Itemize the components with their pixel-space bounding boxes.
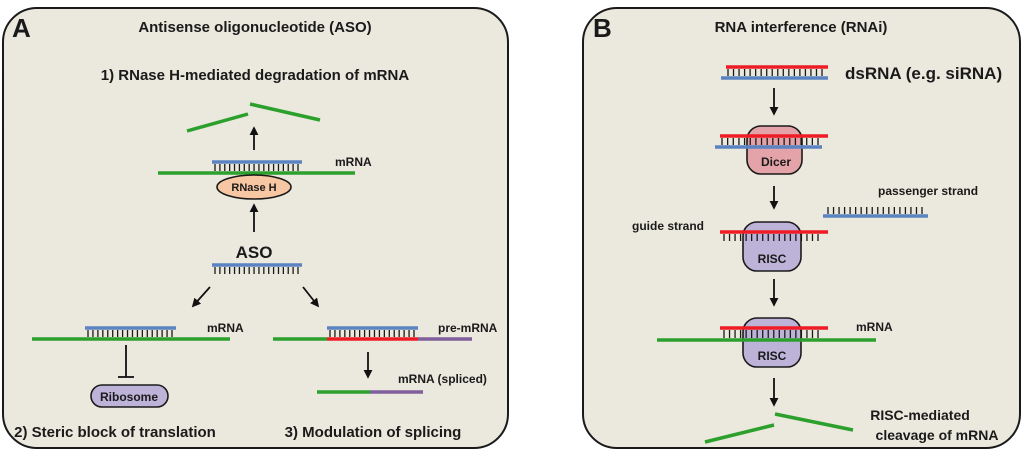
mech3-title: 3) Modulation of splicing: [285, 424, 462, 441]
base-pairs-mech3: [329, 330, 415, 337]
guide-bases: [723, 234, 819, 241]
arrow-to-mech2: [191, 286, 211, 308]
target-mrna-label: mRNA: [856, 320, 893, 334]
dsrna-base-pairs: [727, 69, 823, 76]
base-pairs-mech2: [87, 330, 173, 337]
mrna-fragment-right: [249, 102, 321, 122]
mech1-title: 1) RNase H-mediated degradation of mRNA: [101, 67, 410, 84]
dicer-base-pairs: [721, 138, 819, 145]
base-pairs-mech1: [214, 164, 299, 171]
spliced-label: mRNA (spliced): [398, 372, 487, 386]
cleaved-fragment-left: [704, 423, 775, 444]
arrow-to-mech3: [302, 286, 320, 308]
aso-bases: [214, 267, 299, 274]
cleaved-fragment-right: [774, 412, 854, 432]
panel-b-letter: B: [593, 13, 612, 43]
rnase-h-enzyme: [216, 174, 292, 200]
passenger-bases: [827, 207, 923, 214]
ribosome-label: Ribosome: [100, 390, 158, 404]
risc-label-1: RISC: [758, 252, 787, 266]
panel-a-letter: A: [12, 13, 31, 43]
dicer-label: Dicer: [761, 155, 791, 169]
mech2-mrna-label: mRNA: [207, 321, 244, 335]
mrna-fragment-left: [186, 112, 249, 133]
passenger-strand-label: passenger strand: [878, 184, 978, 198]
panel-a-title: Antisense oligonucleotide (ASO): [138, 19, 371, 36]
dsrna-label: dsRNA (e.g. siRNA): [845, 64, 1002, 83]
dicer-enzyme: [746, 125, 803, 175]
cleavage-label-line1: RISC-mediated: [870, 407, 970, 423]
pre-mrna-label: pre-mRNA: [438, 321, 498, 335]
risc-label-2: RISC: [758, 349, 787, 363]
rnase-h-label: RNase H: [231, 182, 276, 194]
mech1-mrna-label: mRNA: [335, 155, 372, 169]
cleavage-label-line2: cleavage of mRNA: [876, 427, 999, 443]
aso-label: ASO: [236, 243, 273, 262]
guide-mrna-base-pairs: [723, 330, 819, 338]
panel-b-title: RNA interference (RNAi): [715, 19, 888, 36]
guide-strand-label: guide strand: [632, 219, 704, 233]
panel-b-frame: [582, 7, 1021, 449]
mech2-title: 2) Steric block of translation: [14, 424, 216, 441]
ribosome: [90, 384, 169, 408]
